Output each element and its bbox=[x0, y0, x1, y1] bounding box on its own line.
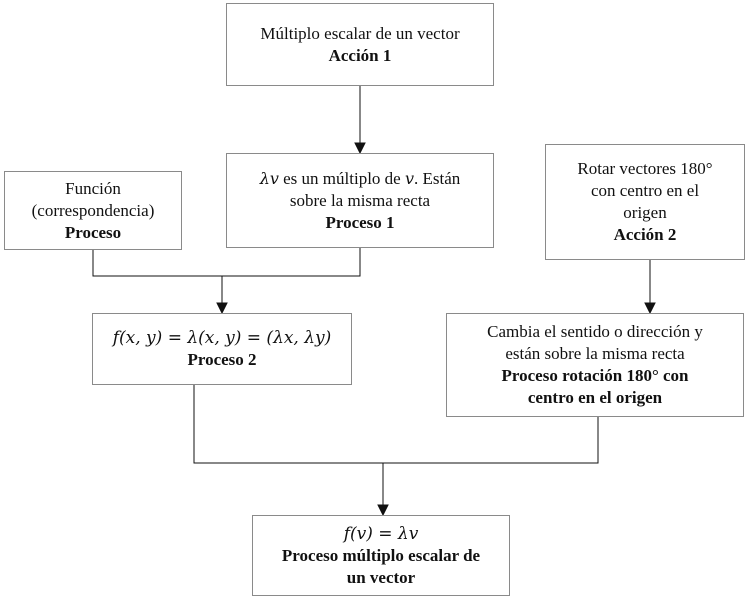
edge-funcion-and-process1-to-process2 bbox=[92, 248, 361, 303]
node-final-label2: un vector bbox=[346, 567, 416, 587]
node-action1: Múltiplo escalar de un vector Acción 1 bbox=[226, 3, 494, 86]
node-process1-label: Proceso 1 bbox=[325, 212, 395, 232]
node-process2-formula: f(x, y) = λ(x, y) = (λx, λy) bbox=[112, 328, 332, 348]
arrowhead-process1 bbox=[354, 142, 366, 155]
edge-process2-and-rotation-to-final bbox=[193, 385, 599, 505]
arrowhead-process2 bbox=[216, 302, 228, 315]
node-funcion-line2: (correspondencia) bbox=[31, 200, 155, 220]
node-process1: λv es un múltiplo de v. Están sobre la m… bbox=[226, 153, 494, 248]
node-action2-line2: con centro en el bbox=[590, 181, 700, 200]
arrowhead-final bbox=[377, 504, 389, 517]
node-funcion: Función (correspondencia) Proceso bbox=[4, 171, 182, 250]
arrowhead-rotation bbox=[644, 302, 656, 315]
node-process1-math-lambda-v: λv bbox=[259, 168, 279, 188]
node-process1-line1: λv es un múltiplo de v. Están bbox=[260, 168, 461, 190]
node-rotation-line1: Cambia el sentido o dirección y bbox=[487, 322, 703, 341]
node-action1-text: Múltiplo escalar de un vector bbox=[260, 23, 460, 43]
node-process1-text-a: es un múltiplo de bbox=[278, 168, 405, 188]
node-action2-line3: origen bbox=[623, 203, 667, 222]
node-rotation-line2: están sobre la misma recta bbox=[505, 344, 685, 363]
node-final: f(v) = λv Proceso múltiplo escalar de un… bbox=[252, 515, 510, 596]
node-action2-label: Acción 2 bbox=[613, 225, 677, 244]
node-action2: Rotar vectores 180° con centro en el ori… bbox=[545, 144, 745, 260]
node-process2-label: Proceso 2 bbox=[187, 350, 257, 369]
node-action1-label: Acción 1 bbox=[328, 45, 392, 65]
node-process2: f(x, y) = λ(x, y) = (λx, λy) Proceso 2 bbox=[92, 313, 352, 385]
node-funcion-line1: Función bbox=[65, 178, 121, 198]
node-process1-line2: sobre la misma recta bbox=[289, 190, 431, 210]
node-rotation-label1: Proceso rotación 180° con bbox=[501, 366, 689, 385]
node-process1-text-b: . Están bbox=[414, 168, 461, 188]
node-rotation: Cambia el sentido o dirección y están so… bbox=[446, 313, 744, 417]
node-process1-math-v: v bbox=[404, 168, 415, 188]
node-funcion-label: Proceso bbox=[64, 222, 122, 242]
node-final-label1: Proceso múltiplo escalar de bbox=[281, 545, 481, 565]
node-action2-line1: Rotar vectores 180° bbox=[577, 159, 713, 178]
node-rotation-label2: centro en el origen bbox=[527, 388, 663, 407]
node-final-formula: f(v) = λv bbox=[343, 523, 419, 544]
